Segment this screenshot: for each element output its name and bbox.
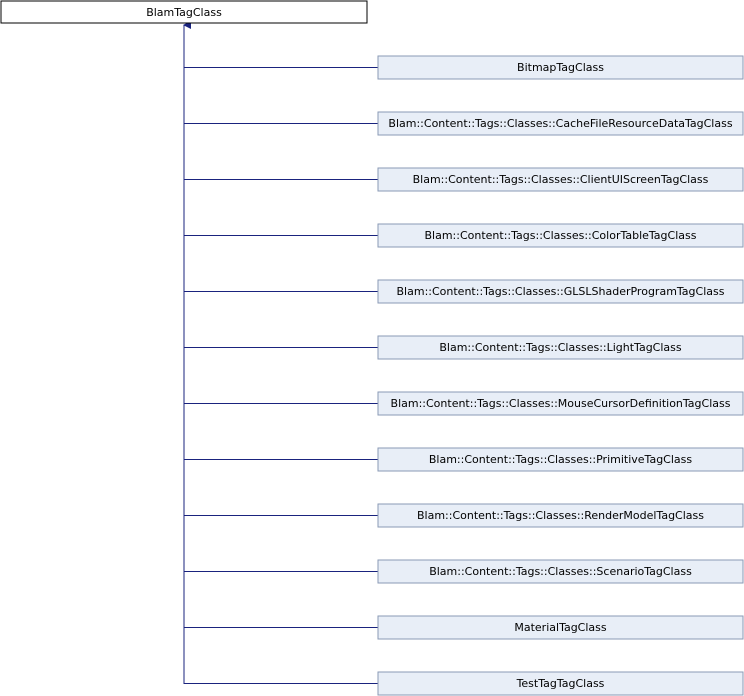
derived-class-label: Blam::Content::Tags::Classes::RenderMode… [417,509,704,522]
derived-class-box [377,279,744,304]
derived-class-node[interactable]: Blam::Content::Tags::Classes::PrimitiveT… [377,447,744,472]
derived-class-node[interactable]: TestTagTagClass [377,671,744,696]
derived-class-label: Blam::Content::Tags::Classes::PrimitiveT… [429,453,693,466]
derived-class-node[interactable]: Blam::Content::Tags::Classes::RenderMode… [377,503,744,528]
derived-class-label: Blam::Content::Tags::Classes::ColorTable… [425,229,697,242]
derived-class-label: Blam::Content::Tags::Classes::LightTagCl… [439,341,682,354]
derived-class-box [377,223,744,248]
derived-class-label: BitmapTagClass [517,61,604,74]
derived-class-nodes: BitmapTagClassBlam::Content::Tags::Class… [377,55,744,696]
derived-class-box [377,335,744,360]
derived-class-box [377,55,744,80]
derived-class-node[interactable]: MaterialTagClass [377,615,744,640]
derived-class-node[interactable]: BitmapTagClass [377,55,744,80]
derived-class-node[interactable]: Blam::Content::Tags::Classes::ClientUISc… [377,167,744,192]
derived-class-box [377,615,744,640]
derived-class-box [377,447,744,472]
inheritance-edges [183,21,378,684]
derived-class-node[interactable]: Blam::Content::Tags::Classes::MouseCurso… [377,391,744,416]
derived-class-label: Blam::Content::Tags::Classes::ScenarioTa… [429,565,692,578]
derived-class-box [377,111,744,136]
derived-class-label: TestTagTagClass [516,677,605,690]
derived-class-box [377,559,744,584]
derived-class-node[interactable]: Blam::Content::Tags::Classes::LightTagCl… [377,335,744,360]
base-class-box [0,0,368,24]
derived-class-node[interactable]: Blam::Content::Tags::Classes::ColorTable… [377,223,744,248]
base-class-node[interactable]: BlamTagClass [0,0,368,24]
derived-class-label: Blam::Content::Tags::Classes::CacheFileR… [388,117,732,130]
derived-class-box [377,391,744,416]
derived-class-label: MaterialTagClass [514,621,607,634]
derived-class-node[interactable]: Blam::Content::Tags::Classes::ScenarioTa… [377,559,744,584]
derived-class-node[interactable]: Blam::Content::Tags::Classes::CacheFileR… [377,111,744,136]
derived-class-label: Blam::Content::Tags::Classes::GLSLShader… [397,285,725,298]
derived-class-box [377,167,744,192]
derived-class-label: Blam::Content::Tags::Classes::ClientUISc… [413,173,709,186]
derived-class-box [377,503,744,528]
derived-class-label: Blam::Content::Tags::Classes::MouseCurso… [391,397,731,410]
derived-class-node[interactable]: Blam::Content::Tags::Classes::GLSLShader… [377,279,744,304]
base-class-label: BlamTagClass [146,6,222,19]
derived-class-box [377,671,744,696]
